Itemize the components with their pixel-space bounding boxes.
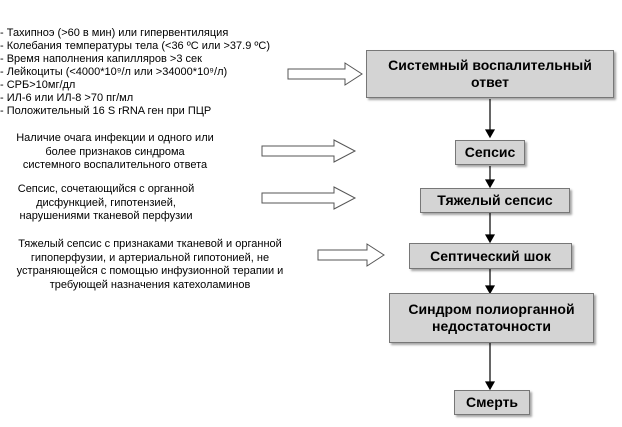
sepsis-description-line-2: более признаков синдрома — [45, 145, 185, 158]
septic-shock-description-line-4: требующей назначения катехоламинов — [49, 278, 251, 291]
sepsis-description-line-3: системного воспалительного ответа — [22, 159, 208, 171]
sepsis-description: Наличие очага инфекции и одного или боле… — [0, 132, 234, 173]
criterion-6: - ИЛ-6 или ИЛ-8 >70 пг/мл — [0, 92, 134, 104]
criterion-5: - СРБ>10мг/дл — [0, 79, 76, 91]
severe-sepsis-description-line-1: Сепсис, сочетающийся с органной — [17, 183, 195, 195]
severe-sepsis-description-line-3: нарушениями тканевой перфузии — [19, 210, 193, 222]
arrow-right-1 — [287, 62, 363, 86]
criterion-7: - Положительный 16 S rRNA ген при ПЦР — [0, 105, 212, 117]
stage-mods-line-2: недостаточности — [432, 318, 551, 334]
stage-sepsis: Сепсис — [455, 140, 525, 165]
arrow-right-3 — [261, 186, 357, 210]
stage-mods: Синдром полиорганной недостаточности — [389, 293, 594, 343]
stage-sirs-line-1: Системный воспалительный — [388, 57, 592, 73]
severe-sepsis-description: Сепсис, сочетающийся с органной дисфункц… — [0, 183, 216, 224]
stage-death-label: Смерть — [465, 394, 519, 410]
septic-shock-description-line-2: гипоперфузии, и артериальной гипотонией,… — [30, 251, 270, 264]
sirs-criteria-list: - Тахипноэ (>60 в мин) или гипервентиляц… — [0, 27, 330, 118]
stage-sepsis-label: Сепсис — [464, 144, 516, 160]
arrow-right-4 — [317, 243, 385, 267]
severe-sepsis-description-line-2: дисфункцией, гипотензией, — [36, 196, 176, 209]
septic-shock-description-line-3: устраняющейся с помощью инфузионной тера… — [16, 265, 284, 277]
septic-shock-description: Тяжелый сепсис с признаками тканевой и о… — [0, 238, 304, 292]
stage-sirs-line-2: ответ — [471, 74, 509, 90]
stage-mods-line-1: Синдром полиорганной — [408, 301, 575, 317]
sepsis-description-line-1: Наличие очага инфекции и одного или — [16, 132, 214, 144]
stage-severe-sepsis-label: Тяжелый сепсис — [437, 192, 553, 208]
septic-shock-description-line-1: Тяжелый сепсис с признаками тканевой и о… — [18, 238, 282, 250]
stage-death: Смерть — [454, 390, 530, 415]
stage-septic-shock: Септический шок — [409, 243, 572, 269]
stage-sirs: Системный воспалительный ответ — [366, 50, 614, 98]
criterion-3: - Время наполнения капилляров >3 сек — [0, 53, 202, 65]
arrow-right-2 — [261, 139, 357, 163]
criterion-1: - Тахипноэ (>60 в мин) или гипервентиляц… — [0, 27, 229, 39]
criterion-2: - Колебания температуры тела (<36 ºС или… — [0, 40, 271, 52]
stage-severe-sepsis: Тяжелый сепсис — [420, 188, 570, 213]
stage-septic-shock-label: Септический шок — [430, 247, 551, 264]
criterion-4: - Лейкоциты (<4000*10⁹/л или >34000*10⁹/… — [0, 66, 228, 78]
